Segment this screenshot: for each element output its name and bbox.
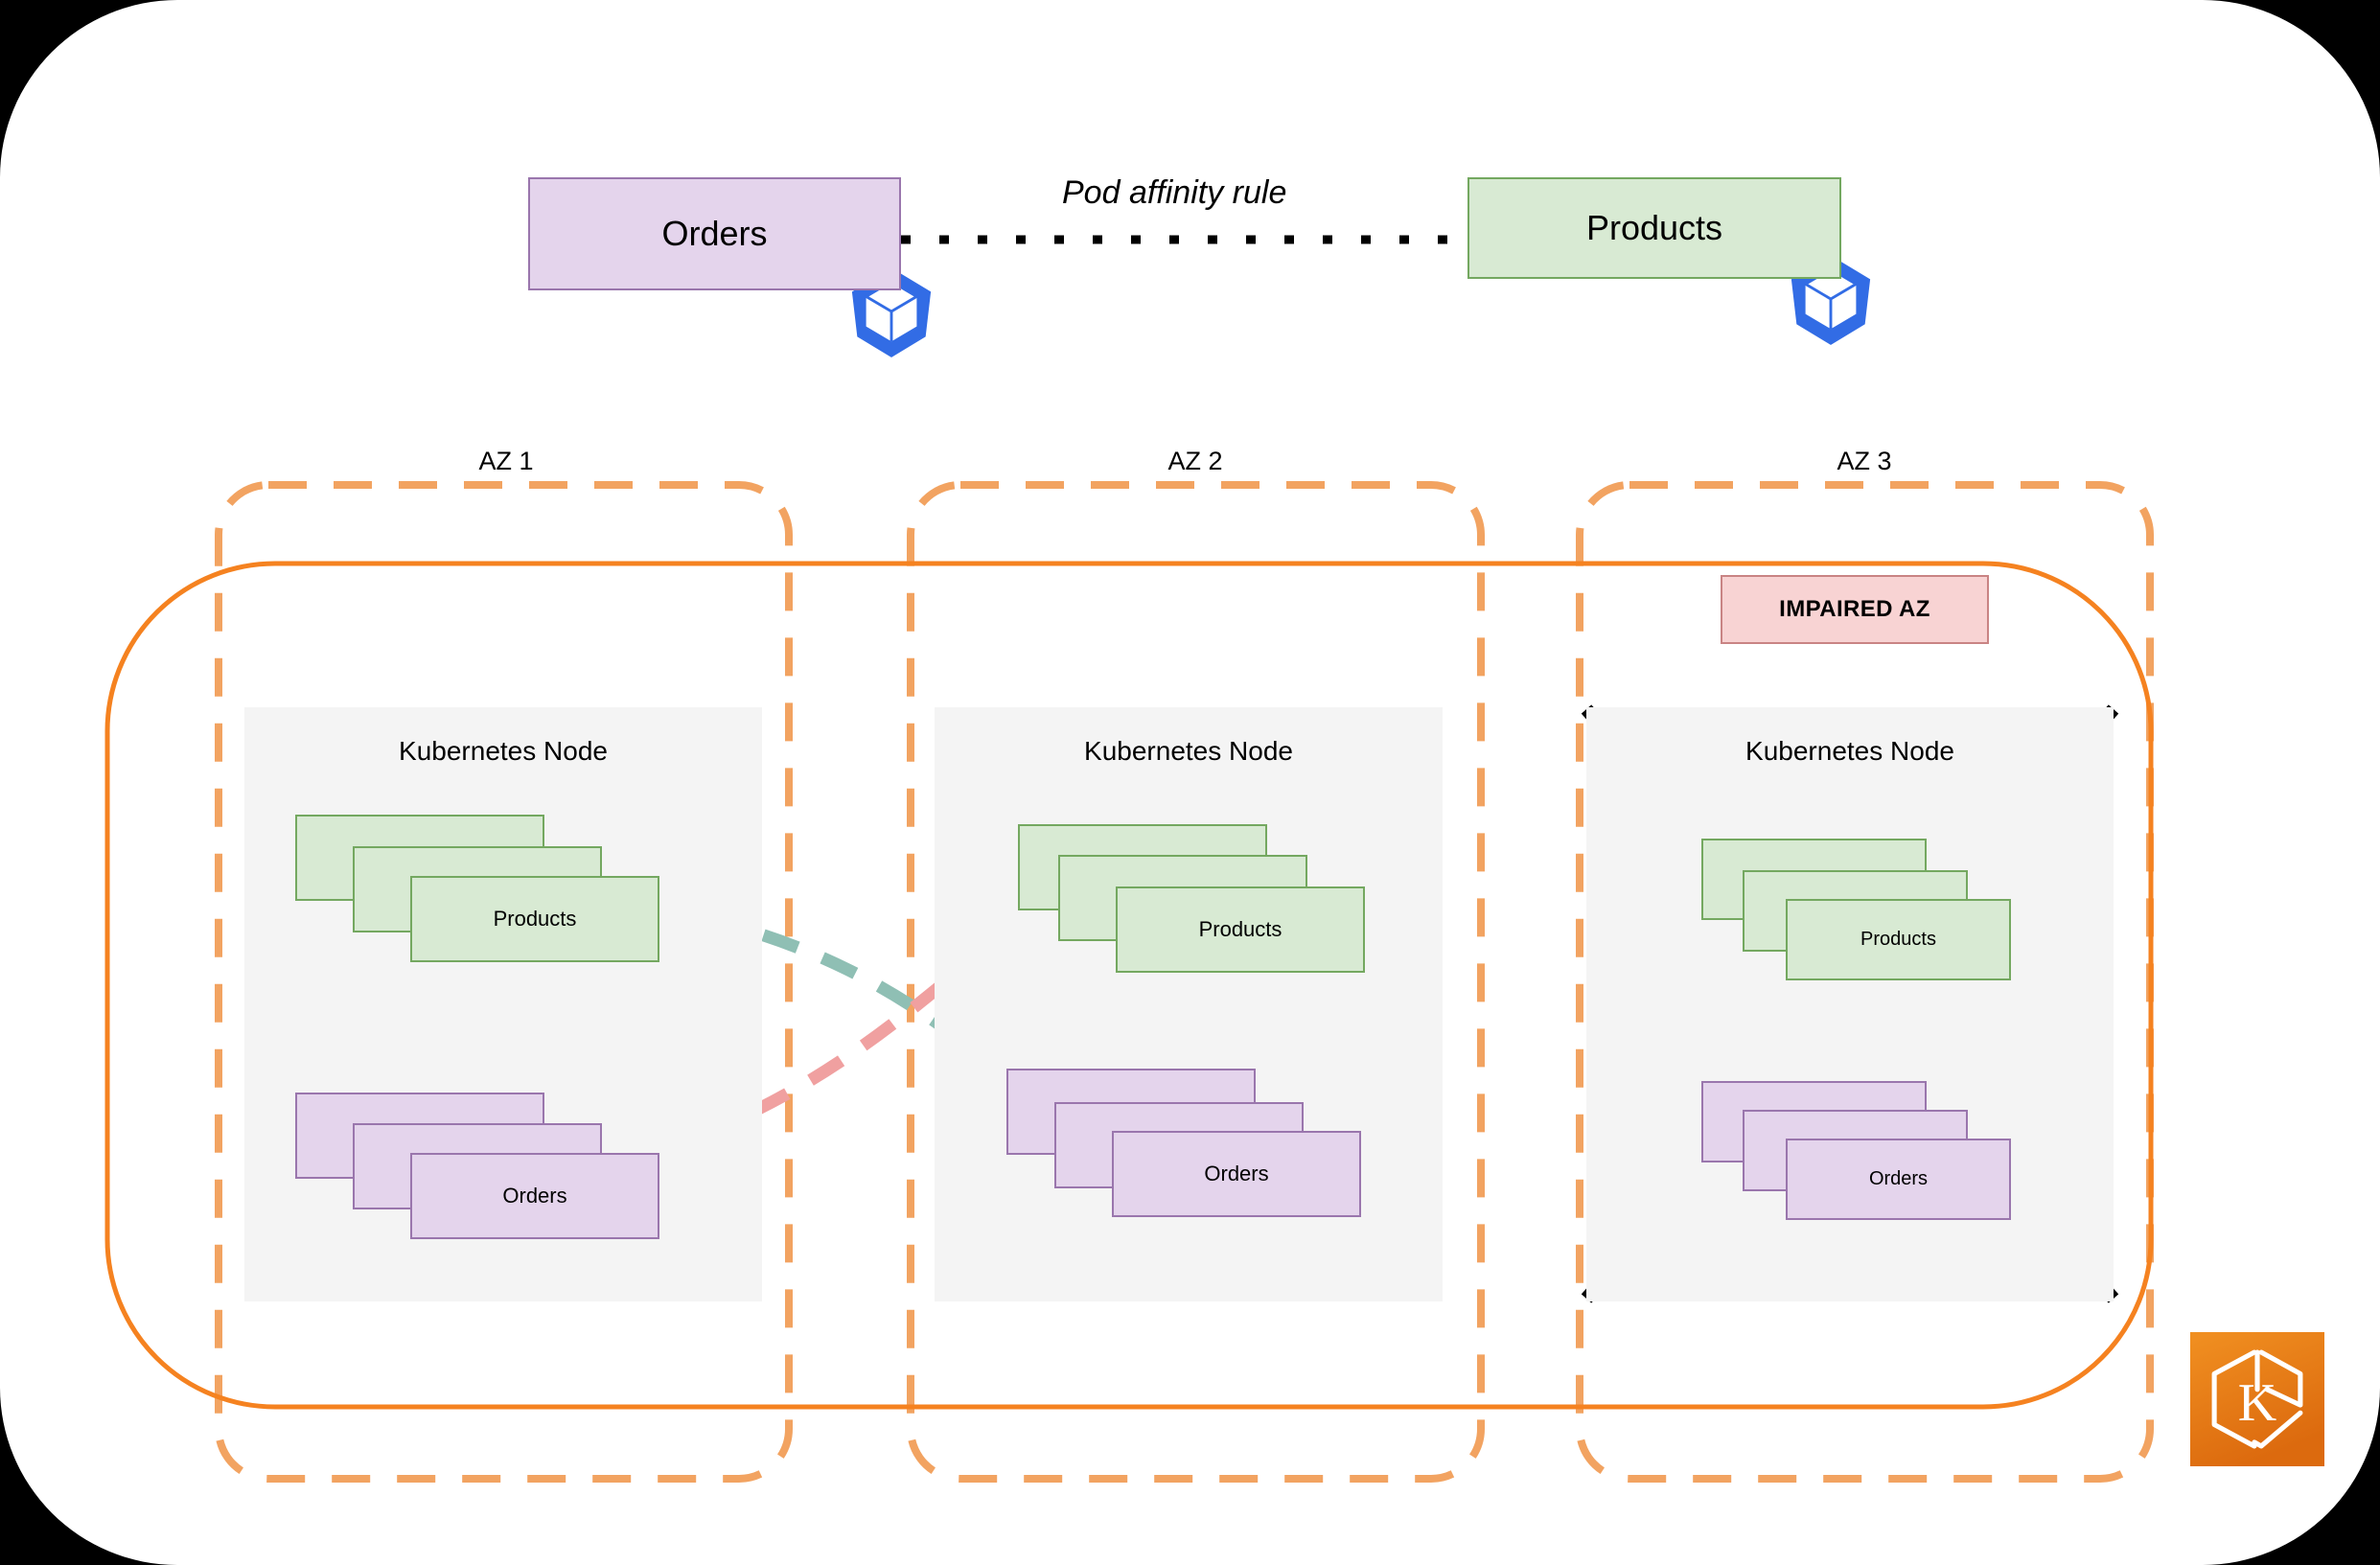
pod-az3-products-1[interactable]: [1786, 899, 2011, 980]
pod-label-az1-orders: Orders: [502, 1184, 567, 1208]
pod-affinity-rule-label: Pod affinity rule: [1062, 174, 1287, 211]
az-label-2: AZ 2: [1167, 447, 1223, 475]
service-box-products[interactable]: Products: [1467, 177, 1841, 279]
svg-text:K: K: [2238, 1373, 2276, 1433]
service-box-orders[interactable]: Orders: [528, 177, 901, 290]
pod-az3-orders-1[interactable]: [1786, 1139, 2011, 1220]
node-title-az3: Kubernetes Node: [1745, 736, 1954, 766]
az-label-1: AZ 1: [478, 447, 534, 475]
pod-az2-products-1[interactable]: [1116, 886, 1365, 973]
service-label-orders: Orders: [661, 214, 768, 253]
pod-label-az1-products: Products: [493, 907, 577, 931]
pod-label-az2-orders: Orders: [1204, 1162, 1269, 1185]
pod-label-az3-orders: Orders: [1868, 1168, 1929, 1189]
pod-az1-products-1[interactable]: [410, 876, 659, 962]
node-title-az2: Kubernetes Node: [1084, 736, 1293, 766]
impaired-az-badge: IMPAIRED AZ: [1721, 575, 1989, 644]
service-label-products: Products: [1585, 208, 1723, 247]
az-label-3: AZ 3: [1837, 447, 1892, 475]
pod-label-az3-products: Products: [1860, 929, 1936, 950]
node-title-az1: Kubernetes Node: [399, 736, 608, 766]
pod-label-az2-products: Products: [1198, 917, 1282, 941]
pod-az2-orders-1[interactable]: [1112, 1131, 1361, 1217]
pod-az1-orders-1[interactable]: [410, 1153, 659, 1239]
amazon-eks-logo: K: [2190, 1332, 2324, 1466]
